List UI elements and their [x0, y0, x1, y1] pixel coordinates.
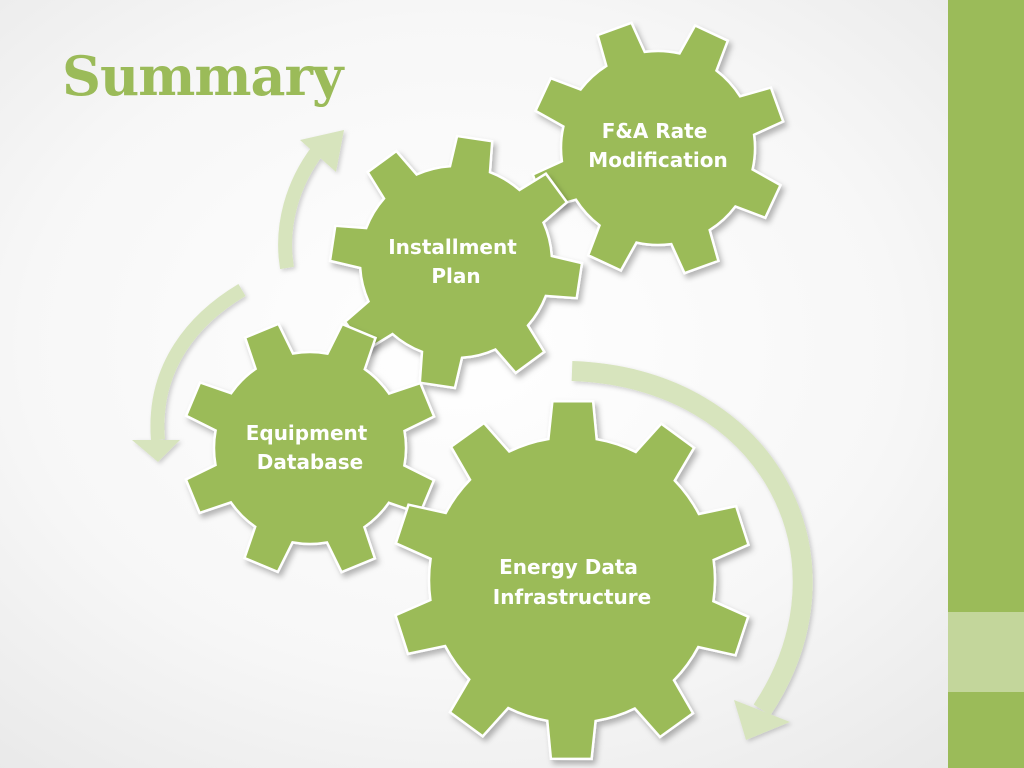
gear-label-line: F&A Rate	[602, 119, 708, 143]
gear-label-fa-rate: F&A Rate Modification	[588, 119, 727, 172]
sidebar-decoration	[948, 0, 1024, 768]
gear-icon	[328, 134, 584, 390]
sidebar-band-top	[948, 0, 1024, 612]
gear-diagram: F&A Rate Modification Installment Plan E…	[132, 21, 813, 761]
gear-label-line: Installment	[388, 235, 517, 259]
gear-label-line: Infrastructure	[493, 585, 651, 609]
sidebar-band-bottom	[948, 692, 1024, 768]
gear-label-equipment: Equipment Database	[246, 421, 375, 474]
gear-icon	[393, 399, 751, 761]
gear-icon	[184, 322, 436, 574]
gear-label-line: Energy Data	[499, 555, 638, 579]
page-title: Summary	[62, 44, 343, 108]
gear-installment-plan: Installment Plan	[328, 134, 584, 390]
gear-equipment-database: Equipment Database	[184, 322, 436, 574]
gear-label-line: Database	[257, 450, 363, 474]
curved-arrow-icon	[571, 361, 813, 740]
gear-label-installment: Installment Plan	[388, 235, 524, 288]
gear-label-line: Equipment	[246, 421, 368, 445]
gear-label-energy: Energy Data Infrastructure	[493, 555, 651, 609]
gear-energy-data-infrastructure: Energy Data Infrastructure	[393, 399, 751, 761]
gear-label-line: Modification	[588, 148, 727, 172]
gear-icon	[531, 21, 785, 275]
gear-label-line: Plan	[431, 264, 480, 288]
sidebar-band-middle	[948, 612, 1024, 692]
curved-arrow-icon	[278, 130, 344, 270]
gear-fa-rate-modification: F&A Rate Modification	[531, 21, 785, 275]
curved-arrow-icon	[132, 283, 246, 462]
